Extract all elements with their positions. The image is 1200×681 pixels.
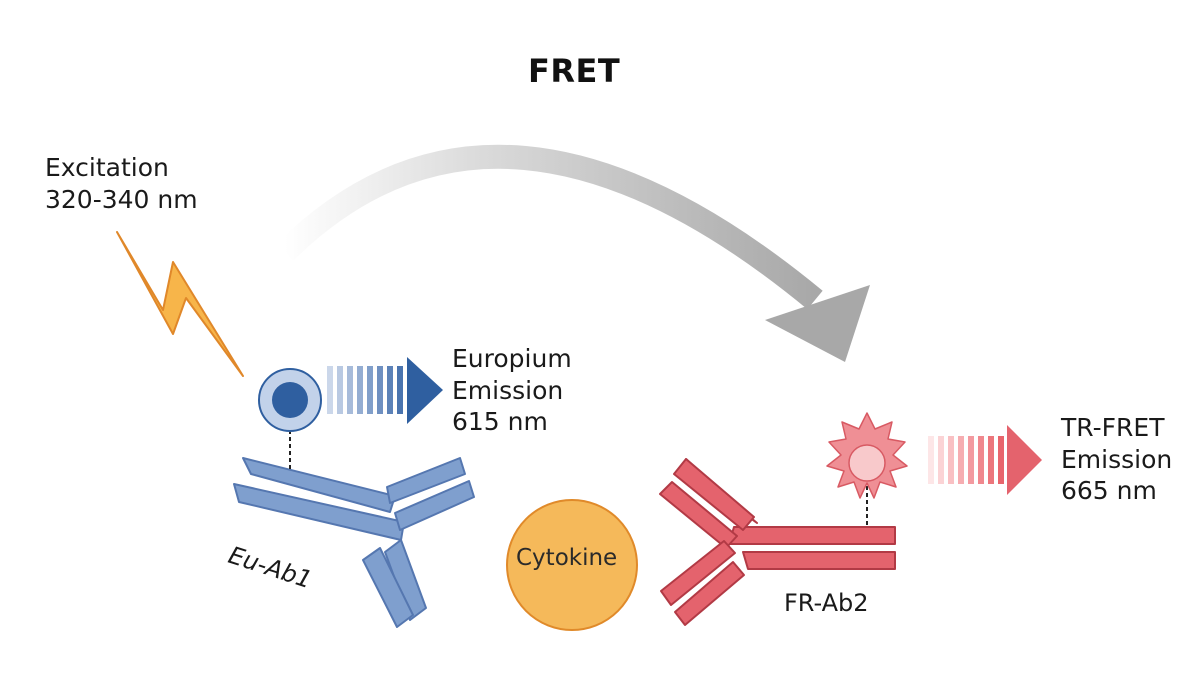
- fr-acceptor-icon: [826, 412, 908, 499]
- europium-emission-label: Europium Emission 615 nm: [452, 343, 572, 438]
- europium-emission-line-1: Europium: [452, 344, 572, 373]
- fr-antibody: [659, 458, 896, 626]
- europium-emission-arrow: [327, 357, 443, 424]
- trfret-emission-arrow: [928, 425, 1042, 495]
- cytokine-label: Cytokine: [516, 545, 618, 571]
- trfret-emission-line-3: 665 nm: [1061, 476, 1157, 505]
- fret-arrow: [276, 144, 870, 362]
- fret-label: FRET: [528, 52, 621, 90]
- excitation-line-1: Excitation: [45, 153, 169, 182]
- trfret-emission-label: TR-FRET Emission 665 nm: [1061, 412, 1172, 507]
- excitation-label: Excitation 320-340 nm: [45, 152, 198, 215]
- fr-antibody-label: FR-Ab2: [784, 589, 869, 617]
- trfret-emission-line-1: TR-FRET: [1061, 413, 1165, 442]
- trfret-emission-line-2: Emission: [1061, 444, 1173, 474]
- europium-emission-line-2: Emission: [452, 375, 564, 405]
- excitation-line-2: 320-340 nm: [45, 184, 198, 214]
- europium-emission-line-3: 615 nm: [452, 407, 548, 436]
- europium-donor-icon: [258, 368, 322, 432]
- eu-antibody: [233, 457, 475, 628]
- lightning-icon: [116, 231, 244, 377]
- cytokine-molecule: [506, 499, 638, 631]
